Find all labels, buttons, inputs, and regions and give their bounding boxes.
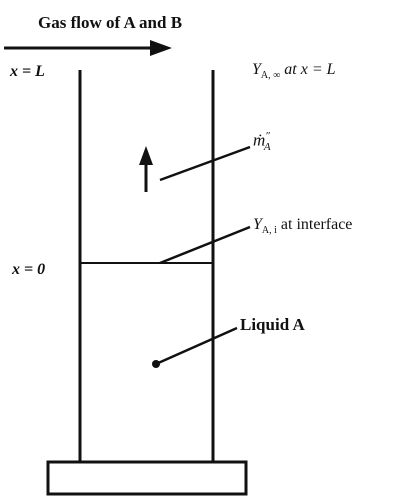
ya-infinity-symbol: Y bbox=[252, 61, 261, 78]
x-top-label: x = L bbox=[10, 63, 45, 80]
interface-leader-line bbox=[159, 225, 251, 265]
flux-arrowhead bbox=[139, 146, 153, 165]
ya-infinity-label: YA, ∞ at x = L bbox=[252, 62, 336, 81]
mass-flux-symbol: ṁ bbox=[253, 130, 266, 150]
mass-flux-superscript: ″ bbox=[265, 130, 270, 142]
gas-flow-arrowhead bbox=[150, 40, 172, 56]
ya-interface-label: YA, i at interface bbox=[253, 217, 352, 236]
mass-flux-label: ṁ″A bbox=[253, 131, 271, 153]
ya-infinity-subscript: A, ∞ bbox=[260, 70, 281, 82]
ya-interface-tail: at interface bbox=[276, 216, 353, 233]
x-bottom-label: x = 0 bbox=[12, 261, 46, 278]
mass-flux-subscript: A bbox=[263, 141, 271, 154]
flux-leader-line bbox=[159, 145, 251, 182]
gas-flow-label: Gas flow of A and B bbox=[38, 13, 183, 32]
liquid-label: Liquid A bbox=[240, 315, 305, 334]
ya-infinity-tail: at x = L bbox=[280, 61, 336, 78]
ya-interface-symbol: Y bbox=[253, 216, 262, 233]
column-base bbox=[46, 460, 248, 496]
liquid-leader-line bbox=[155, 326, 238, 366]
liquid-leader-dot bbox=[152, 360, 160, 368]
ya-interface-subscript: A, i bbox=[261, 225, 277, 237]
